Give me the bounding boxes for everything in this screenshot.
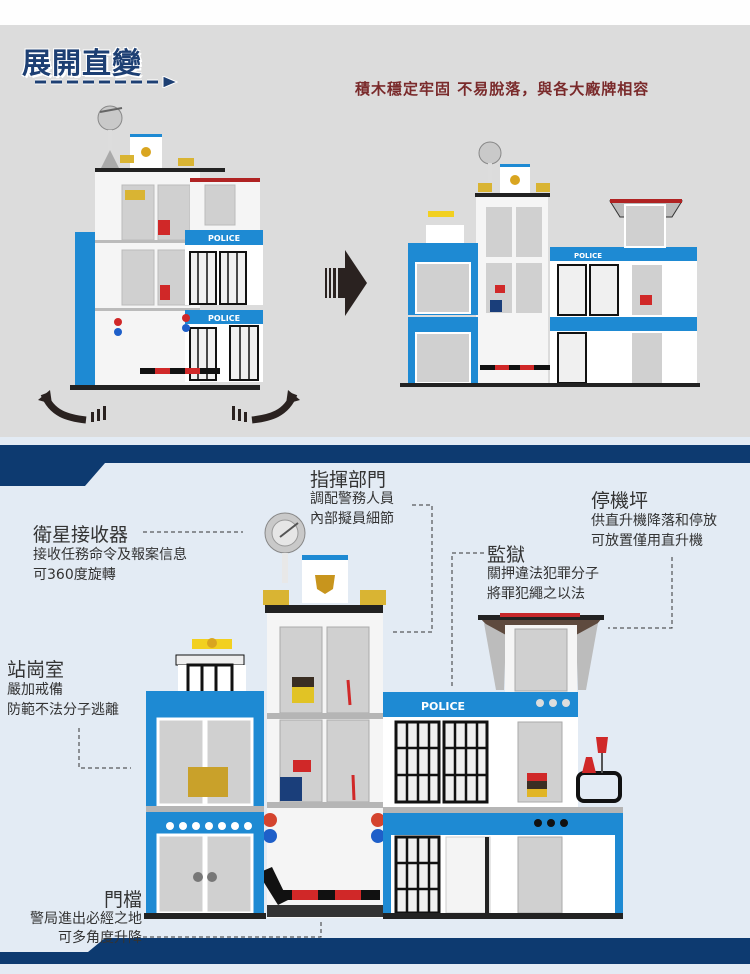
callout-prison-line-2: 將罪犯繩之以法 [487, 586, 585, 602]
police-sign-lower: POLICE [208, 314, 240, 323]
callout-command-line-2: 內部擬員細節 [310, 511, 394, 527]
top-navy-banner [0, 445, 750, 486]
callout-guardroom-title: 站崗室 [7, 659, 65, 681]
rotate-right-arrow-icon [232, 390, 300, 424]
callout-helipad-line-2: 可放置僅用直升機 [591, 533, 703, 549]
bottom-navy-banner [0, 938, 750, 964]
tagline: 積木穩定牢固 不易脫落，與各大廠牌相容 [355, 80, 650, 98]
compact-building-illustration: POLICE POLICE [70, 105, 263, 390]
callout-helipad-line-1: 供直升機降落和停放 [591, 513, 717, 529]
callout-satellite-title: 衛星接收器 [33, 524, 129, 546]
police-sign-upper: POLICE [208, 234, 240, 243]
callout-satellite-line-1: 接收任務命令及報案信息 [33, 547, 187, 563]
satellite-dish-icon [97, 105, 123, 170]
top-margin [0, 0, 750, 25]
transform-arrow-icon [325, 250, 367, 316]
headline: 展開直變 [22, 46, 143, 80]
callout-gate-line-1: 警局進出必經之地 [30, 911, 142, 927]
callout-satellite-line-2: 可360度旋轉 [33, 567, 116, 583]
police-sign-small: POLICE [574, 252, 602, 260]
callout-command-title: 指揮部門 [310, 469, 387, 491]
police-sign-large: POLICE [421, 700, 465, 713]
rotate-left-arrow-icon [38, 390, 106, 424]
callout-guardroom-line-2: 防範不法分子逃離 [7, 702, 119, 718]
satellite-dish-icon [264, 512, 306, 583]
callout-helipad-title: 停機坪 [591, 490, 649, 512]
callout-gate-title: 門檔 [103, 889, 142, 911]
callout-gate-line-2: 可多角度升降 [58, 930, 142, 946]
callout-guardroom-line-1: 嚴加戒備 [7, 682, 63, 698]
callout-command-line-1: 調配警務人員 [310, 491, 394, 507]
callout-prison-line-1: 關押違法犯罪分子 [487, 566, 599, 582]
expanded-building-illustration-large: POLICE [144, 512, 623, 919]
dashed-arrow-icon [35, 76, 179, 88]
expanded-building-illustration-small: POLICE [400, 141, 700, 387]
callout-prison-title: 監獄 [487, 544, 526, 566]
